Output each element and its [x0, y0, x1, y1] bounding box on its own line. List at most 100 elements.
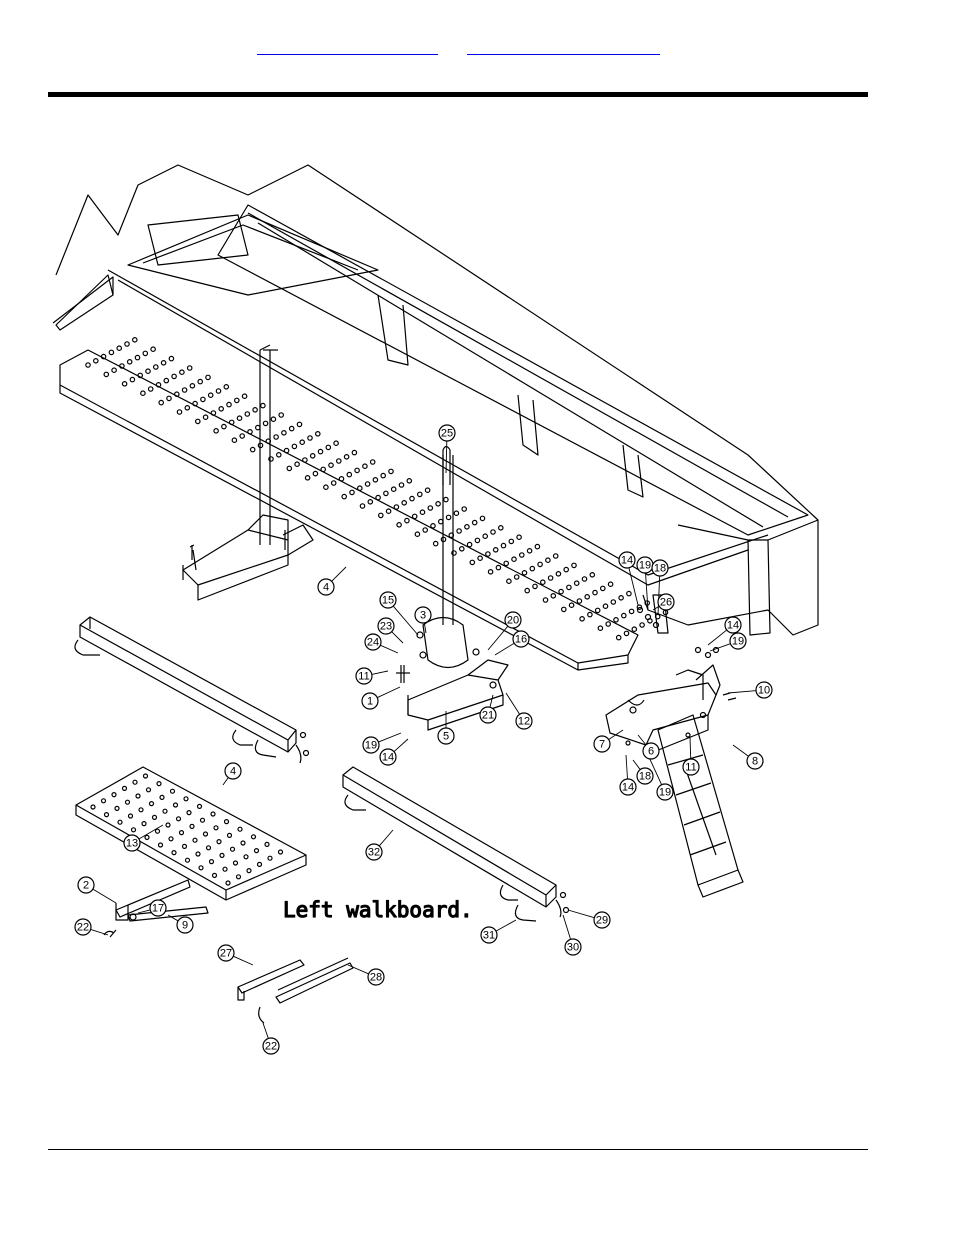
- callout-number: 12: [518, 716, 530, 728]
- perforation-hole: [90, 804, 96, 810]
- callout-circle: [217, 944, 235, 962]
- perforation-hole: [317, 448, 324, 455]
- callout-number: 19: [365, 740, 377, 752]
- perforation-hole: [532, 583, 538, 590]
- callout-number: 14: [621, 555, 633, 567]
- perforation-hole: [304, 474, 311, 481]
- perforation-hole: [291, 443, 298, 450]
- perforation-hole: [597, 625, 604, 632]
- perforation-hole: [383, 490, 389, 497]
- perforation-hole: [602, 603, 609, 610]
- perforation-hole: [145, 787, 152, 793]
- perforation-hole: [231, 437, 238, 444]
- perforation-hole: [401, 499, 408, 506]
- perforation-hole: [278, 412, 285, 418]
- perforation-hole: [189, 383, 196, 389]
- callout-11: 11: [682, 758, 700, 776]
- callout-8: 8: [746, 752, 764, 770]
- callout-14: 14: [619, 778, 637, 796]
- perforation-hole: [589, 571, 596, 578]
- callout-circle: [512, 630, 530, 648]
- perforation-hole: [464, 523, 470, 530]
- perforation-hole: [443, 496, 449, 503]
- callout-circle: [74, 918, 92, 936]
- leader-line: [379, 829, 394, 846]
- perforation-hole: [163, 377, 170, 384]
- perforation-hole: [171, 373, 177, 380]
- perforation-hole: [270, 416, 277, 423]
- perforation-hole: [148, 800, 155, 807]
- header-rule: [48, 92, 868, 97]
- leader-line: [608, 729, 624, 740]
- callout-15: 15: [379, 591, 397, 609]
- perforation-hole: [296, 421, 303, 428]
- callout-number: 31: [483, 930, 495, 942]
- perforation-hole: [346, 471, 353, 478]
- leader-line: [625, 754, 628, 779]
- perforation-hole: [364, 481, 371, 487]
- perforation-hole: [159, 794, 165, 801]
- leader-line: [709, 643, 731, 652]
- callout-number: 20: [507, 615, 519, 627]
- leader-line: [657, 576, 661, 616]
- perforation-hole: [437, 518, 444, 525]
- callout-14: 14: [379, 748, 397, 766]
- callout-circle: [379, 591, 397, 609]
- perforation-hole: [276, 451, 282, 458]
- perforation-hole: [328, 462, 334, 469]
- callout-circle: [479, 706, 497, 724]
- header-link-right[interactable]: [467, 40, 660, 55]
- perforation-hole: [511, 556, 517, 563]
- perforation-hole: [205, 845, 212, 851]
- perforation-hole: [178, 829, 185, 836]
- perforation-hole: [323, 484, 329, 491]
- perforation-hole: [228, 419, 235, 426]
- perforation-hole: [121, 381, 128, 387]
- perforation-hole: [566, 584, 572, 591]
- perforation-hole: [620, 612, 627, 619]
- perforation-hole: [100, 353, 107, 360]
- perforation-hole: [154, 828, 161, 834]
- perforation-hole: [613, 616, 619, 623]
- perforation-hole: [240, 840, 246, 846]
- perforation-hole: [195, 851, 201, 857]
- callout-number: 7: [599, 739, 605, 751]
- perforation-hole: [124, 799, 131, 805]
- perforation-hole: [631, 626, 638, 633]
- diagram-caption: Left walkboard.: [283, 898, 473, 922]
- walkboard-perforation: [85, 337, 669, 641]
- perforation-hole: [432, 540, 439, 547]
- callout-19: 19: [636, 556, 654, 574]
- callout-number: 6: [648, 746, 654, 758]
- callout-circle: [642, 742, 660, 760]
- perforation-hole: [354, 467, 360, 474]
- callout-circle: [480, 926, 498, 944]
- perforation-hole: [534, 543, 541, 550]
- perforation-hole: [610, 599, 617, 605]
- callout-11: 11: [355, 667, 373, 685]
- perforation-hole: [539, 579, 546, 586]
- perforation-hole: [243, 854, 249, 860]
- callout-14: 14: [618, 551, 636, 569]
- callout-circle: [149, 899, 167, 917]
- header-link-left[interactable]: [257, 40, 438, 55]
- perforation-hole: [605, 621, 612, 627]
- perforation-hole: [474, 537, 481, 544]
- perforation-hole: [165, 822, 171, 828]
- perforation-hole: [422, 527, 429, 533]
- callout-22: 22: [262, 1037, 280, 1055]
- perforation-hole: [196, 803, 203, 810]
- perforation-hole: [249, 446, 256, 453]
- perforation-hole: [160, 360, 167, 366]
- perforation-hole: [599, 585, 606, 592]
- callout-14: 14: [724, 616, 742, 634]
- callout-number: 30: [567, 942, 579, 954]
- perforation-hole: [252, 407, 258, 413]
- callout-circle: [367, 968, 385, 986]
- perforation-hole: [257, 442, 264, 449]
- perforation-hole: [281, 429, 287, 436]
- leader-line: [372, 670, 389, 675]
- perforation-hole: [198, 865, 204, 871]
